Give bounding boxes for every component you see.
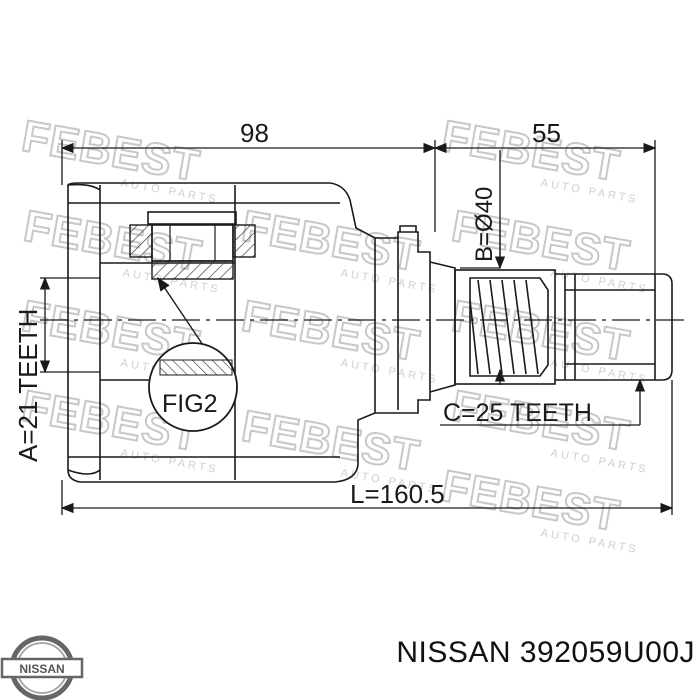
- watermark-brand: FEBEST: [438, 112, 623, 191]
- watermark-3: FEBEST AUTO PARTS: [19, 201, 221, 297]
- watermark-12: FEBEST AUTO PARTS: [437, 461, 639, 557]
- spline-tooth: [469, 299, 479, 375]
- spline-tooth: [489, 279, 503, 375]
- dim-l-label: L=160.5: [350, 479, 445, 509]
- detail-label: FIG2: [162, 390, 218, 418]
- detail-leader: [157, 276, 206, 349]
- detail-hatch-area: [159, 359, 233, 376]
- nissan-logo: NISSAN: [0, 635, 84, 700]
- spline-tooth: [477, 279, 491, 375]
- watermark-brand: FEBEST: [238, 292, 423, 371]
- housing-left-cap: [67, 183, 101, 191]
- logo-text: NISSAN: [19, 662, 64, 676]
- collar-tab: [399, 225, 417, 232]
- watermark-7: FEBEST AUTO PARTS: [237, 291, 439, 387]
- watermark-brand: FEBEST: [18, 112, 203, 191]
- watermark-layer: FEBEST AUTO PARTS FEBEST AUTO PARTS FEBE…: [17, 111, 649, 557]
- dim-c-label: C=25 TEETH: [443, 399, 592, 427]
- neck-collar: [375, 231, 431, 414]
- spline-tooth: [513, 279, 527, 375]
- logo-bar: [0, 657, 84, 679]
- dim-98-label: 98: [240, 118, 269, 148]
- dim-55-label: 55: [532, 118, 561, 148]
- watermark-brand: FEBEST: [238, 202, 423, 281]
- spline-tooth: [525, 279, 539, 375]
- part-caption: NISSAN 392059U00J: [396, 636, 695, 669]
- watermark-1: FEBEST AUTO PARTS: [17, 111, 219, 207]
- spline-tooth: [501, 279, 515, 375]
- stub-shaft: [429, 261, 673, 393]
- spider-hatch-right: [232, 224, 256, 258]
- watermark-11: FEBEST AUTO PARTS: [447, 381, 649, 477]
- watermark-4: FEBEST AUTO PARTS: [237, 201, 439, 297]
- dimensions: [39, 140, 674, 515]
- housing-left-cap-lower: [67, 469, 101, 475]
- dim-a-label: A=21 TEETH: [13, 309, 43, 462]
- spider-assembly: [129, 211, 256, 280]
- spline-section: [469, 277, 549, 377]
- dim-b-label: B=Ø40: [471, 187, 498, 262]
- spider-hub-hatch: [151, 260, 234, 280]
- shaft-body: [454, 269, 556, 385]
- spider-hatch-left: [129, 224, 153, 258]
- detail-fig2: FIG2: [148, 276, 238, 432]
- spider-cap: [147, 211, 237, 225]
- watermark-brand: FEBEST: [438, 462, 623, 541]
- threaded-end: [555, 273, 673, 381]
